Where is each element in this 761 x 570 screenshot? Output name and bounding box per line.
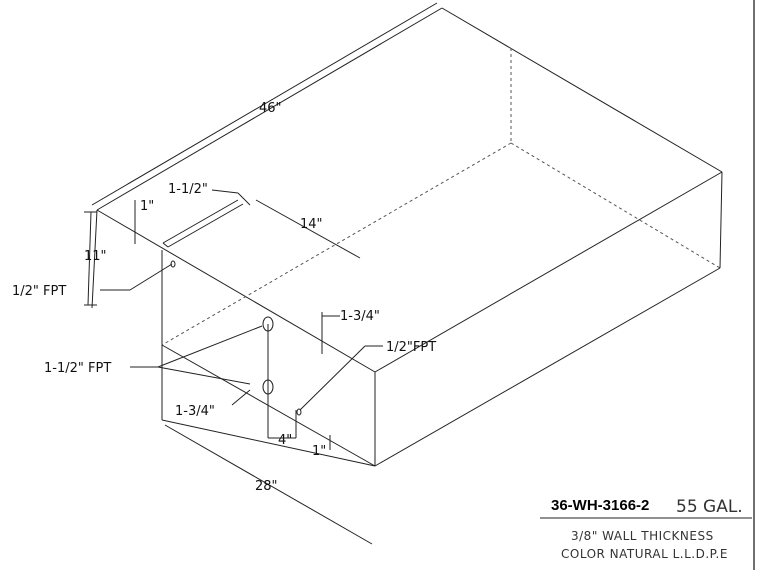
part-number: 36-WH-3166-2	[551, 497, 649, 514]
wall-thickness: 3/8" WALL THICKNESS	[571, 529, 714, 543]
dimension-lines	[84, 2, 438, 545]
title-block: 36-WH-3166-2 55 GAL. 3/8" WALL THICKNESS…	[540, 497, 752, 561]
width-dimension: 28"	[255, 479, 278, 494]
side-fpt-label: 1-1/2" FPT	[44, 361, 111, 376]
side-spacing-dimension: 1-3/4"	[340, 309, 380, 324]
corner-fpt-label: 1/2"FPT	[386, 340, 436, 355]
top-fitting	[170, 260, 176, 268]
top-fitting-run-dimension: 14"	[300, 217, 323, 232]
tank-outline	[91, 7, 723, 467]
top-fpt-label: 1/2" FPT	[12, 284, 66, 299]
top-fitting-offset-dimension: 1-1/2"	[168, 182, 208, 197]
side-horizontal-dimension: 4"	[278, 433, 292, 448]
top-fitting-strip	[162, 199, 244, 248]
capacity: 55 GAL.	[676, 497, 743, 517]
length-dimension: 46"	[259, 101, 282, 116]
side-fitting-upper	[262, 316, 274, 332]
corner-fitting	[296, 408, 302, 416]
leader-lines	[100, 263, 383, 411]
material: COLOR NATURAL L.L.D.P.E	[561, 547, 728, 561]
height-dimension: 11"	[84, 249, 107, 264]
top-offset-dimension: 1"	[140, 199, 154, 214]
side-fitting-lower	[262, 379, 274, 395]
corner-offset-dimension: 1"	[312, 444, 326, 459]
tank-hidden-edges	[161, 48, 721, 346]
lower-spacing-dimension: 1-3/4"	[175, 404, 215, 419]
